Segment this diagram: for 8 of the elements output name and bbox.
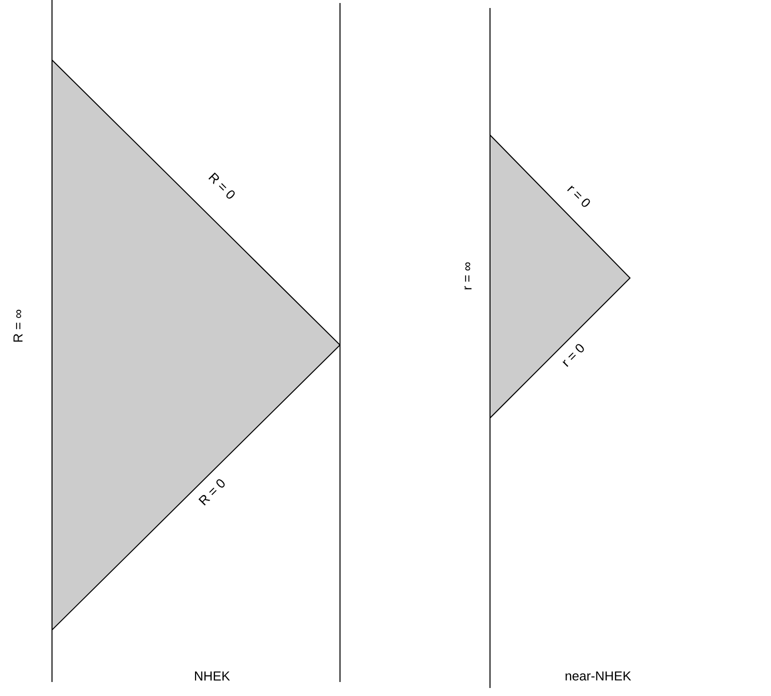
boundary-label: r = ∞ bbox=[464, 262, 472, 290]
boundary-label: r = 0 bbox=[567, 186, 590, 207]
diagram-caption: NHEK bbox=[195, 672, 230, 680]
boundary-label: R = 0 bbox=[198, 479, 225, 506]
boundary-label: R = ∞ bbox=[14, 310, 22, 342]
diagram-caption: near-NHEK bbox=[566, 671, 632, 681]
boundary-label: r = 0 bbox=[562, 344, 584, 367]
boundary-label: R = 0 bbox=[208, 172, 235, 199]
